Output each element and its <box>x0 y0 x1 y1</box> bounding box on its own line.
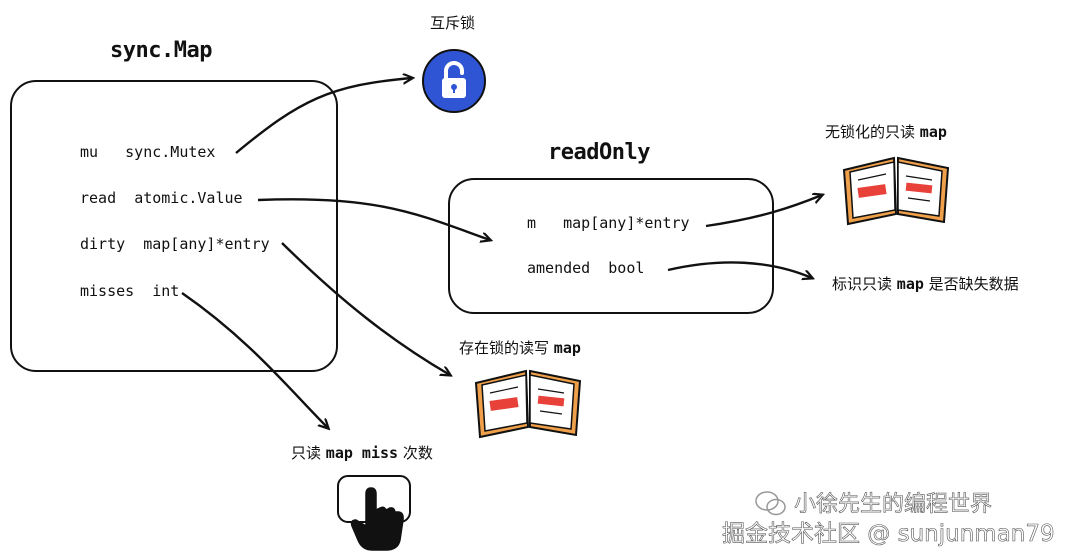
field-mu: mu sync.Mutex <box>80 143 216 161</box>
arrow-misses-to-label <box>181 292 328 428</box>
arrow-read-to-readonly <box>257 198 490 240</box>
misses-count-label: 只读 map miss 次数 <box>291 444 433 462</box>
hand-cursor-icon <box>334 470 414 556</box>
wechat-icon <box>754 490 788 522</box>
watermark-author: 小徐先生的编程世界 <box>794 492 993 518</box>
field-read: read atomic.Value <box>80 189 243 207</box>
readonly-box <box>448 178 774 314</box>
field-amended: amended bool <box>527 259 645 277</box>
field-misses: misses int <box>80 282 180 300</box>
mutex-label: 互斥锁 <box>430 14 476 32</box>
open-book-icon <box>838 152 956 234</box>
watermark-site: 掘金技术社区 @ sunjunman79 <box>722 521 1055 548</box>
readonly-title: readOnly <box>548 140 650 165</box>
field-dirty: dirty map[any]*entry <box>80 235 270 253</box>
arrow-dirty-to-book <box>281 242 450 375</box>
sync-map-title: sync.Map <box>110 38 212 63</box>
missing-data-label: 标识只读 map 是否缺失数据 <box>832 275 1019 293</box>
padlock-icon <box>420 47 488 119</box>
open-book-icon <box>470 365 588 447</box>
lockfree-map-label: 无锁化的只读 map <box>825 123 947 141</box>
arrow-amended-to-label <box>667 261 812 278</box>
locked-map-label: 存在锁的读写 map <box>459 339 581 357</box>
sync-map-box <box>10 80 338 372</box>
field-m: m map[any]*entry <box>527 214 690 232</box>
